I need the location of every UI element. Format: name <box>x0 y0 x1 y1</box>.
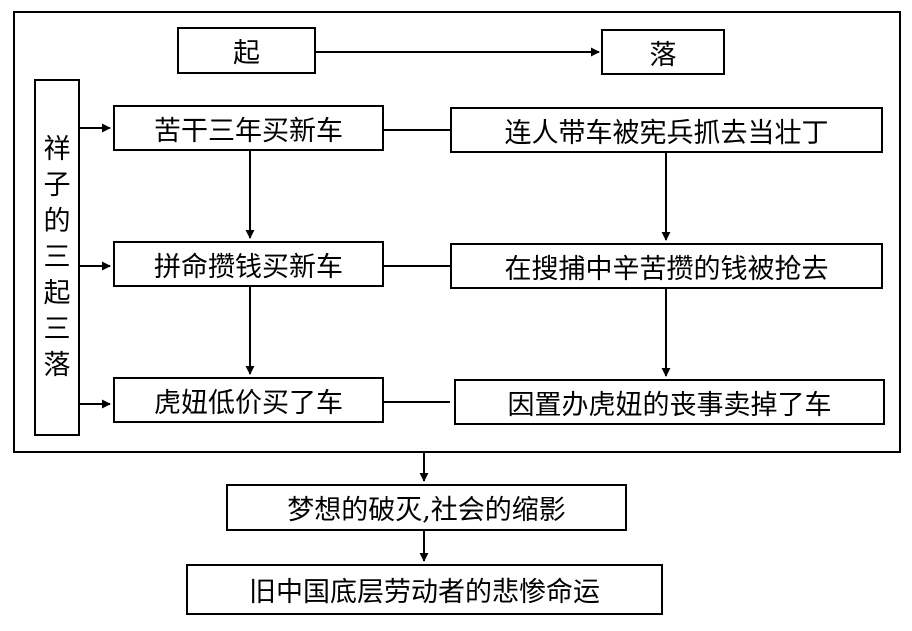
conclusion-box-2: 旧中国底层劳动者的悲惨命运 <box>186 564 663 615</box>
fall-box-2: 在搜捕中辛苦攒的钱被抢去 <box>450 243 883 289</box>
side-label-char: 三 <box>43 241 71 273</box>
side-label-char: 起 <box>43 277 71 309</box>
side-label-char: 三 <box>43 313 71 345</box>
side-label-char: 的 <box>43 205 71 237</box>
fall-box-1: 连人带车被宪兵抓去当壮丁 <box>450 107 883 153</box>
rise-box-3: 虎妞低价买了车 <box>113 377 384 423</box>
rise-header: 起 <box>177 27 316 74</box>
fall-header: 落 <box>601 29 725 75</box>
side-label-char: 子 <box>43 169 71 201</box>
side-label-char: 落 <box>43 349 71 381</box>
side-label-char: 祥 <box>43 133 71 165</box>
rise-box-2: 拼命攒钱买新车 <box>113 241 384 287</box>
outer-frame <box>13 11 901 453</box>
side-label-box: 祥 子 的 三 起 三 落 <box>34 79 80 436</box>
fall-box-3: 因置办虎妞的丧事卖掉了车 <box>454 379 885 425</box>
rise-box-1: 苦干三年买新车 <box>113 105 384 151</box>
conclusion-box-1: 梦想的破灭,社会的缩影 <box>226 484 627 531</box>
